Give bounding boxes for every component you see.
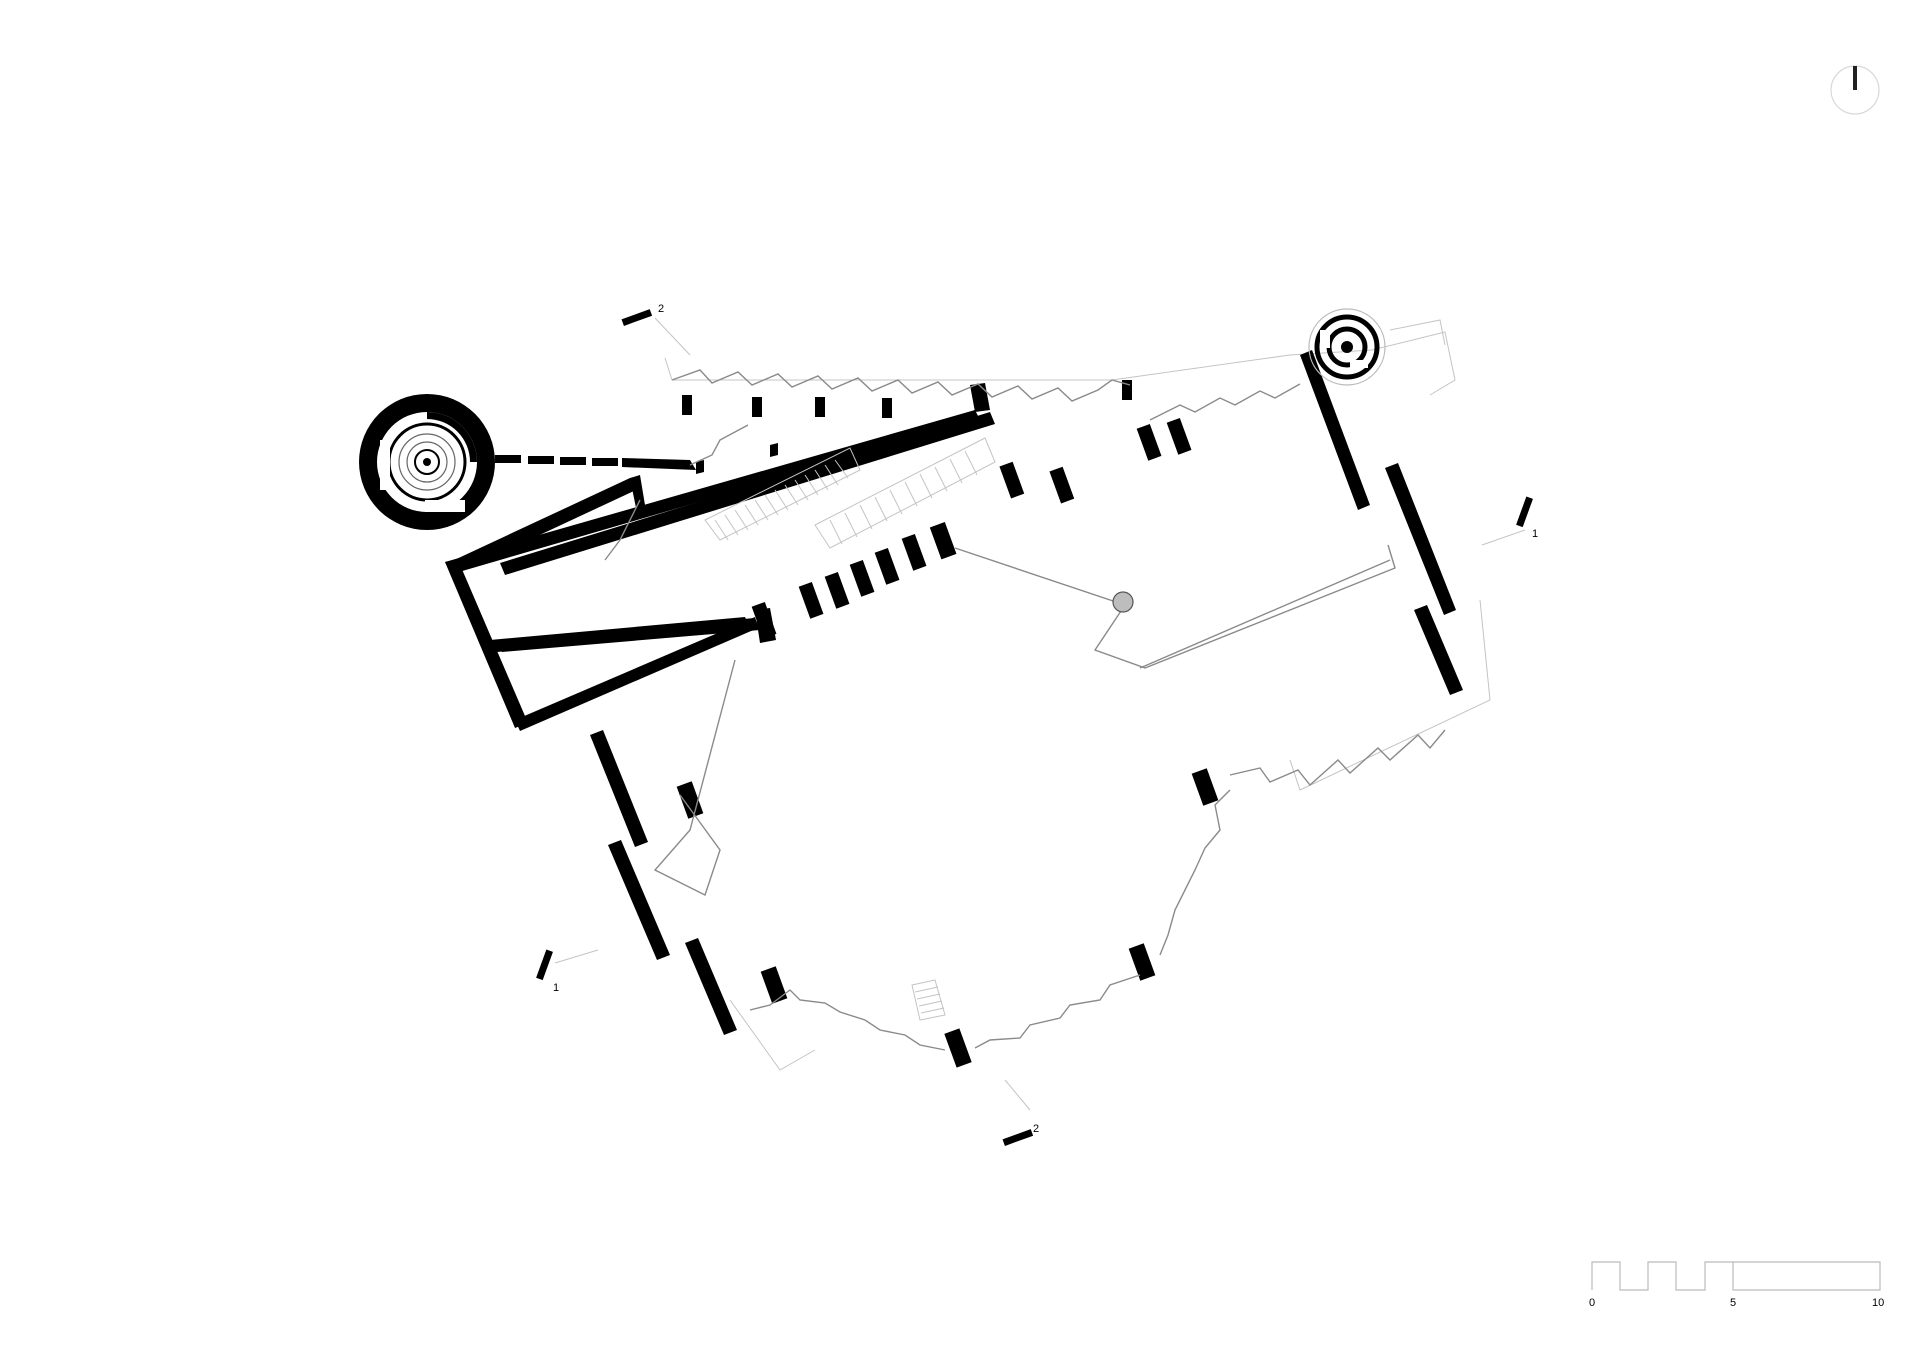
section-marker: 1 (536, 949, 599, 994)
north-arrow-icon (1830, 65, 1880, 115)
section-marker: 2 (621, 303, 691, 356)
section-marker: 2 (1002, 1079, 1039, 1146)
round-column (1112, 591, 1134, 613)
scale-label-0: 0 (1589, 1297, 1595, 1309)
walls (445, 350, 1463, 1035)
stair-flights (704, 437, 996, 1021)
spiral-stair-icon (1308, 308, 1386, 386)
bridge-dashes (495, 455, 696, 470)
scale-label-5: 5 (1730, 1297, 1736, 1309)
spiral-stair-icon (359, 394, 495, 530)
section-label: 1 (553, 982, 559, 994)
partitions (653, 544, 1396, 896)
scale-label-10: 10 (1872, 1297, 1884, 1309)
section-label: 2 (658, 303, 664, 315)
section-label: 1 (1532, 528, 1538, 540)
terrace-outlines (664, 319, 1491, 1071)
glazing-lines (604, 369, 1446, 1051)
columns (676, 380, 1219, 1068)
scale-bar: 0 5 10 (1589, 1261, 1884, 1309)
section-marker: 1 (1481, 496, 1538, 546)
section-label: 2 (1033, 1123, 1039, 1135)
